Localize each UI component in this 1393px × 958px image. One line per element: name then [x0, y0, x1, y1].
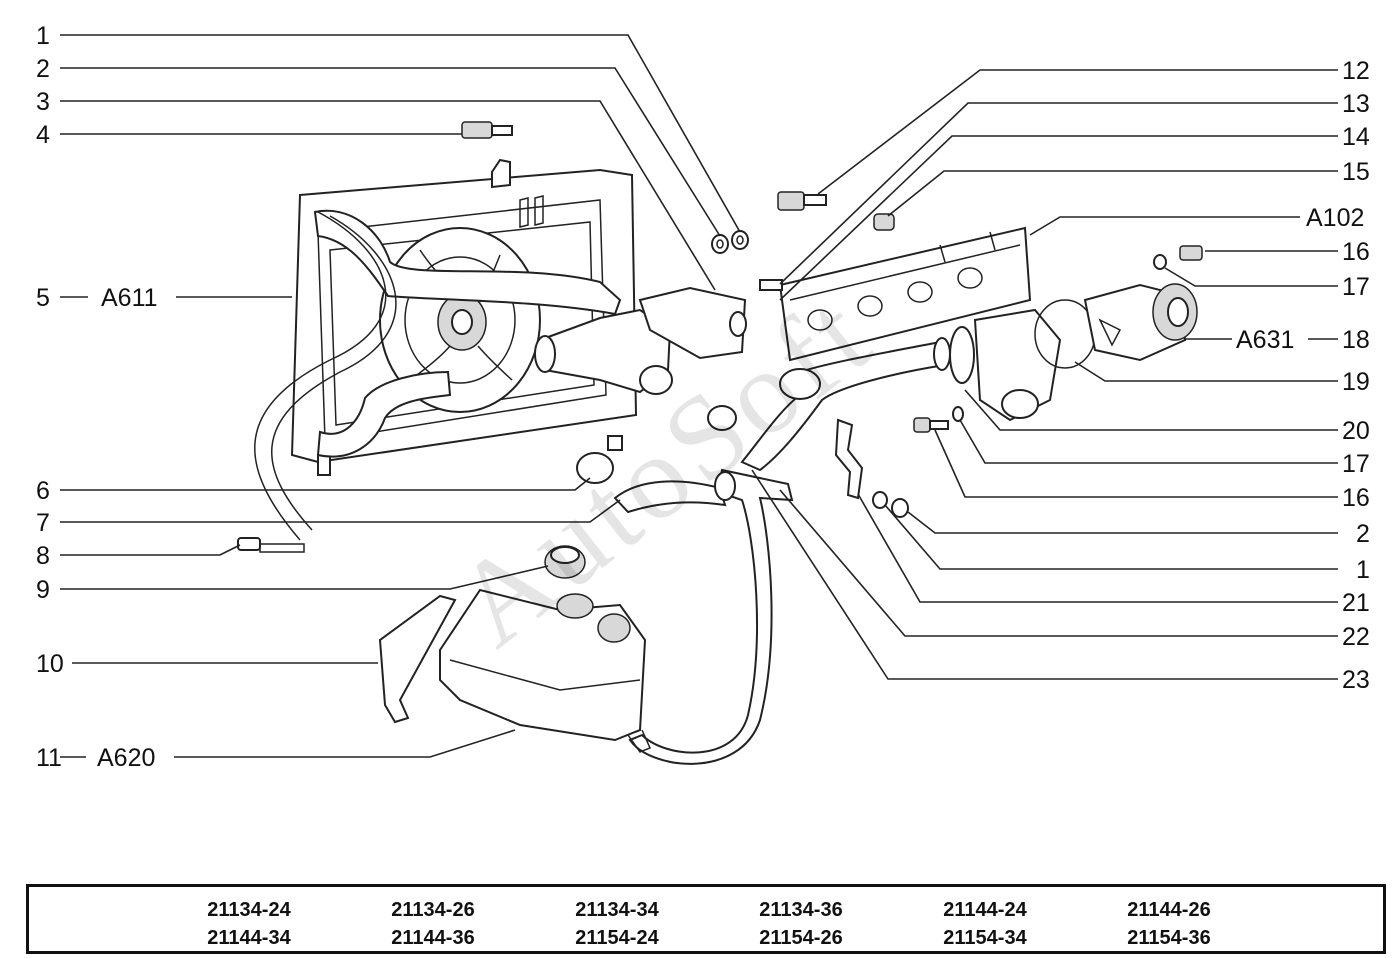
- callout-number: 2: [1356, 520, 1370, 548]
- nut: [891, 498, 909, 518]
- callout-ref: A611: [101, 284, 158, 312]
- model-code: 21144-34: [207, 927, 291, 949]
- model-code: 21144-24: [943, 899, 1027, 921]
- hose-clamp: [576, 452, 614, 484]
- temperature-sensor: [461, 121, 513, 139]
- small-hose: [613, 480, 727, 514]
- filler-cap: [544, 545, 586, 579]
- radiator-with-fan: [290, 158, 638, 476]
- callout-number: 1: [36, 22, 50, 50]
- model-code: 21134-36: [759, 899, 843, 921]
- callout-number: 18: [1342, 326, 1370, 354]
- callout-number: 3: [36, 88, 50, 116]
- callout-number: 8: [36, 542, 50, 570]
- callout-number: 12: [1342, 57, 1370, 85]
- callout-number: 23: [1342, 666, 1370, 694]
- callout-number: 15: [1342, 158, 1370, 186]
- nut: [731, 230, 749, 250]
- model-code: 21154-26: [759, 927, 843, 949]
- callout-ref: A102: [1306, 204, 1364, 232]
- washer: [711, 234, 729, 254]
- lower-hose: [316, 370, 452, 458]
- coolant-sensor: [777, 191, 827, 211]
- washer: [1153, 254, 1167, 270]
- callout-number: 22: [1342, 623, 1370, 651]
- callout-number: 14: [1342, 123, 1370, 151]
- callout-ref: A620: [97, 744, 155, 772]
- model-code: 21154-36: [1127, 927, 1211, 949]
- bolt: [1179, 245, 1203, 261]
- callout-number: 10: [36, 650, 64, 678]
- model-code: 21154-24: [575, 927, 659, 949]
- model-code: 21134-26: [391, 899, 475, 921]
- water-pump: [1083, 283, 1198, 362]
- callouts-right: 12 13 14 15 A102 16 17 A631 18 19 20 17 …: [1236, 57, 1370, 694]
- model-code: 21134-24: [207, 899, 291, 921]
- hose-clamp: [707, 405, 737, 431]
- callout-number: 20: [1342, 417, 1370, 445]
- upper-hose: [313, 209, 622, 316]
- pipe-gasket: [949, 326, 975, 384]
- callout-number: 7: [36, 509, 50, 537]
- callout-number: 13: [1342, 90, 1370, 118]
- callout-number: 4: [36, 121, 50, 149]
- model-code: 21134-34: [575, 899, 659, 921]
- callout-number: 21: [1342, 589, 1370, 617]
- model-row: 21134-24 21134-26 21134-34 21134-36 2114…: [169, 899, 1279, 927]
- callout-number: 17: [1342, 450, 1370, 478]
- expansion-tank: [439, 588, 652, 753]
- callout-number: 19: [1342, 368, 1370, 396]
- callout-number: 2: [36, 55, 50, 83]
- callout-number: 1: [1356, 556, 1370, 584]
- callouts-left: 1 2 3 4 5 A611 6 7 8 9 10 11 A620: [36, 22, 158, 772]
- model-code: 21144-26: [1127, 899, 1211, 921]
- callout-number: 11: [36, 744, 62, 772]
- washer: [872, 491, 888, 509]
- leader-lines: [60, 34, 1338, 758]
- tank-strap: [378, 594, 457, 724]
- bolt: [913, 417, 931, 433]
- callout-number: 16: [1342, 238, 1370, 266]
- callout-number: 16: [1342, 484, 1370, 512]
- callout-number: 5: [36, 284, 50, 312]
- coolant-pipe: [740, 340, 947, 472]
- cylinder-head: [759, 226, 1032, 362]
- model-applicability-table: 21134-24 21134-26 21134-34 21134-36 2114…: [26, 884, 1386, 954]
- bracket: [834, 418, 864, 500]
- tank-hose: [628, 468, 794, 765]
- callout-ref: A631: [1236, 326, 1294, 354]
- bypass-hose: [271, 215, 397, 531]
- model-code: 21154-34: [943, 927, 1027, 949]
- callout-number: 9: [36, 576, 50, 604]
- washer: [952, 406, 964, 422]
- washer: [716, 239, 724, 249]
- model-code: 21144-36: [391, 927, 475, 949]
- callout-number: 17: [1342, 273, 1370, 301]
- callout-number: 6: [36, 477, 50, 505]
- cooling-system-diagram: 1 2 3 4 5 A611 6 7 8 9 10 11 A620 12 13 …: [36, 22, 1370, 772]
- plug: [873, 213, 895, 231]
- bypass-hose: [254, 211, 387, 541]
- parts-illustration: [237, 121, 1203, 765]
- model-row: 21144-34 21144-36 21154-24 21154-26 2115…: [169, 927, 1279, 955]
- thermostat-housing: [534, 286, 747, 395]
- nut: [736, 235, 744, 245]
- drain-plug: [237, 537, 305, 553]
- pump-housing: [973, 308, 1062, 422]
